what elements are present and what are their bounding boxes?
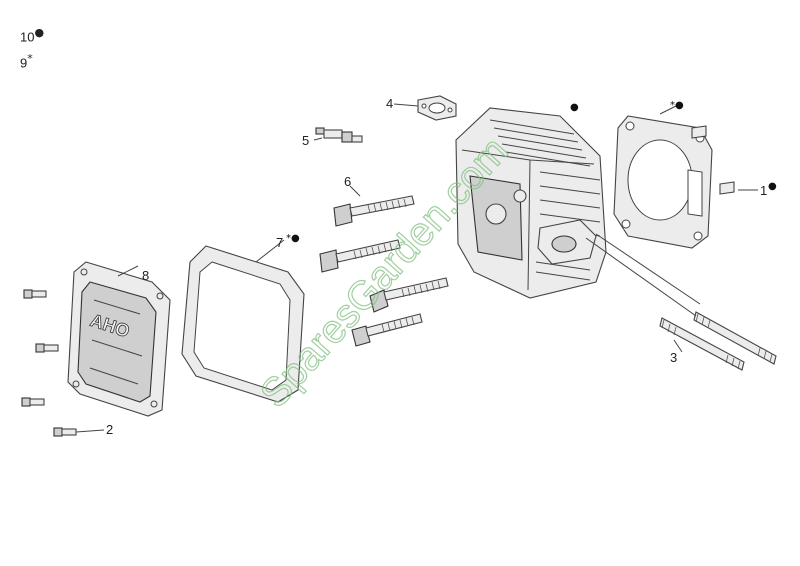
cylinder-head-mark: ● [570, 102, 579, 113]
stud-1 [659, 317, 745, 371]
legend-number: 10 [20, 29, 35, 45]
cover-bolt-1 [23, 289, 47, 299]
valve-cover: AHO [67, 261, 171, 417]
callout-4: 4 [386, 96, 393, 111]
callout-8: 8 [142, 268, 149, 283]
callout-1: 1 [760, 183, 767, 198]
cover-bolt-3 [21, 397, 45, 407]
stud-guide-lines [585, 233, 701, 317]
callout-5: 5 [302, 133, 309, 148]
callout-3: 3 [670, 350, 677, 365]
cover-gasket [181, 245, 305, 403]
legend-mark: * [27, 52, 33, 65]
callout-6: 6 [344, 174, 351, 189]
stud-2 [693, 311, 777, 365]
dowel-pin-1 [691, 125, 707, 139]
head-bolt-4 [351, 313, 423, 347]
legend-mark: ● [34, 26, 45, 39]
legend-number: 9 [20, 55, 28, 71]
head-bolt-3 [369, 277, 449, 313]
legend-item-9: 9* [20, 52, 33, 70]
intake-gasket [417, 95, 457, 121]
head-gasket-mark: *● [670, 100, 684, 111]
cylinder-head [455, 107, 607, 299]
spark-plug [315, 127, 363, 143]
cover-bolt-2 [35, 343, 59, 353]
dowel-pin-2 [719, 181, 735, 195]
callout-1-mark: ● [768, 181, 777, 192]
head-bolt-2 [319, 239, 401, 273]
callout-7-mark: *● [286, 233, 300, 244]
cover-bolt-4 [53, 427, 77, 437]
leader-lines [75, 103, 758, 433]
legend-item-10: 10● [20, 26, 44, 44]
callout-2: 2 [106, 422, 113, 437]
callout-7: 7 [276, 235, 283, 250]
head-bolt-1 [333, 195, 415, 227]
